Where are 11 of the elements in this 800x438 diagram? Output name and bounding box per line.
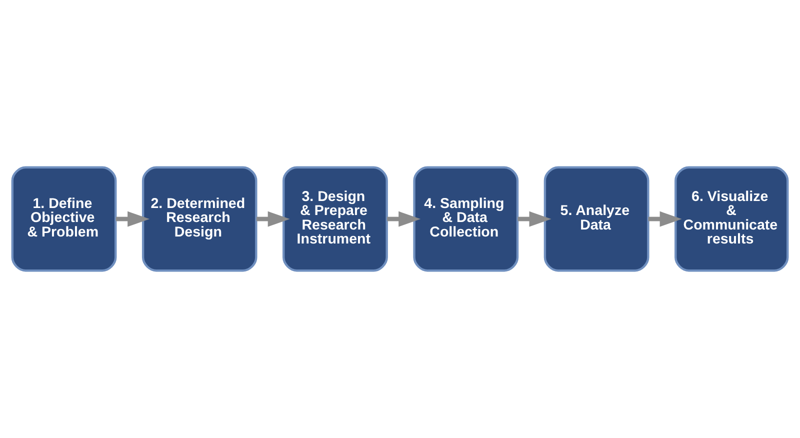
node-box: 2. Determined Research Design [142, 166, 258, 272]
node-box: 6. Visualize & Communicate results [674, 166, 789, 272]
arrow [116, 211, 150, 227]
arrow [256, 211, 290, 227]
node-box: 5. Analyze Data [544, 166, 650, 272]
node-box: 4. Sampling & Data Collection [413, 166, 519, 272]
node-box: 1. Define Objective & Problem [11, 166, 117, 272]
arrow [387, 211, 421, 227]
arrow [518, 211, 552, 227]
node-box: 3. Design & Prepare Research Instrument [282, 166, 388, 272]
arrow [648, 211, 682, 227]
